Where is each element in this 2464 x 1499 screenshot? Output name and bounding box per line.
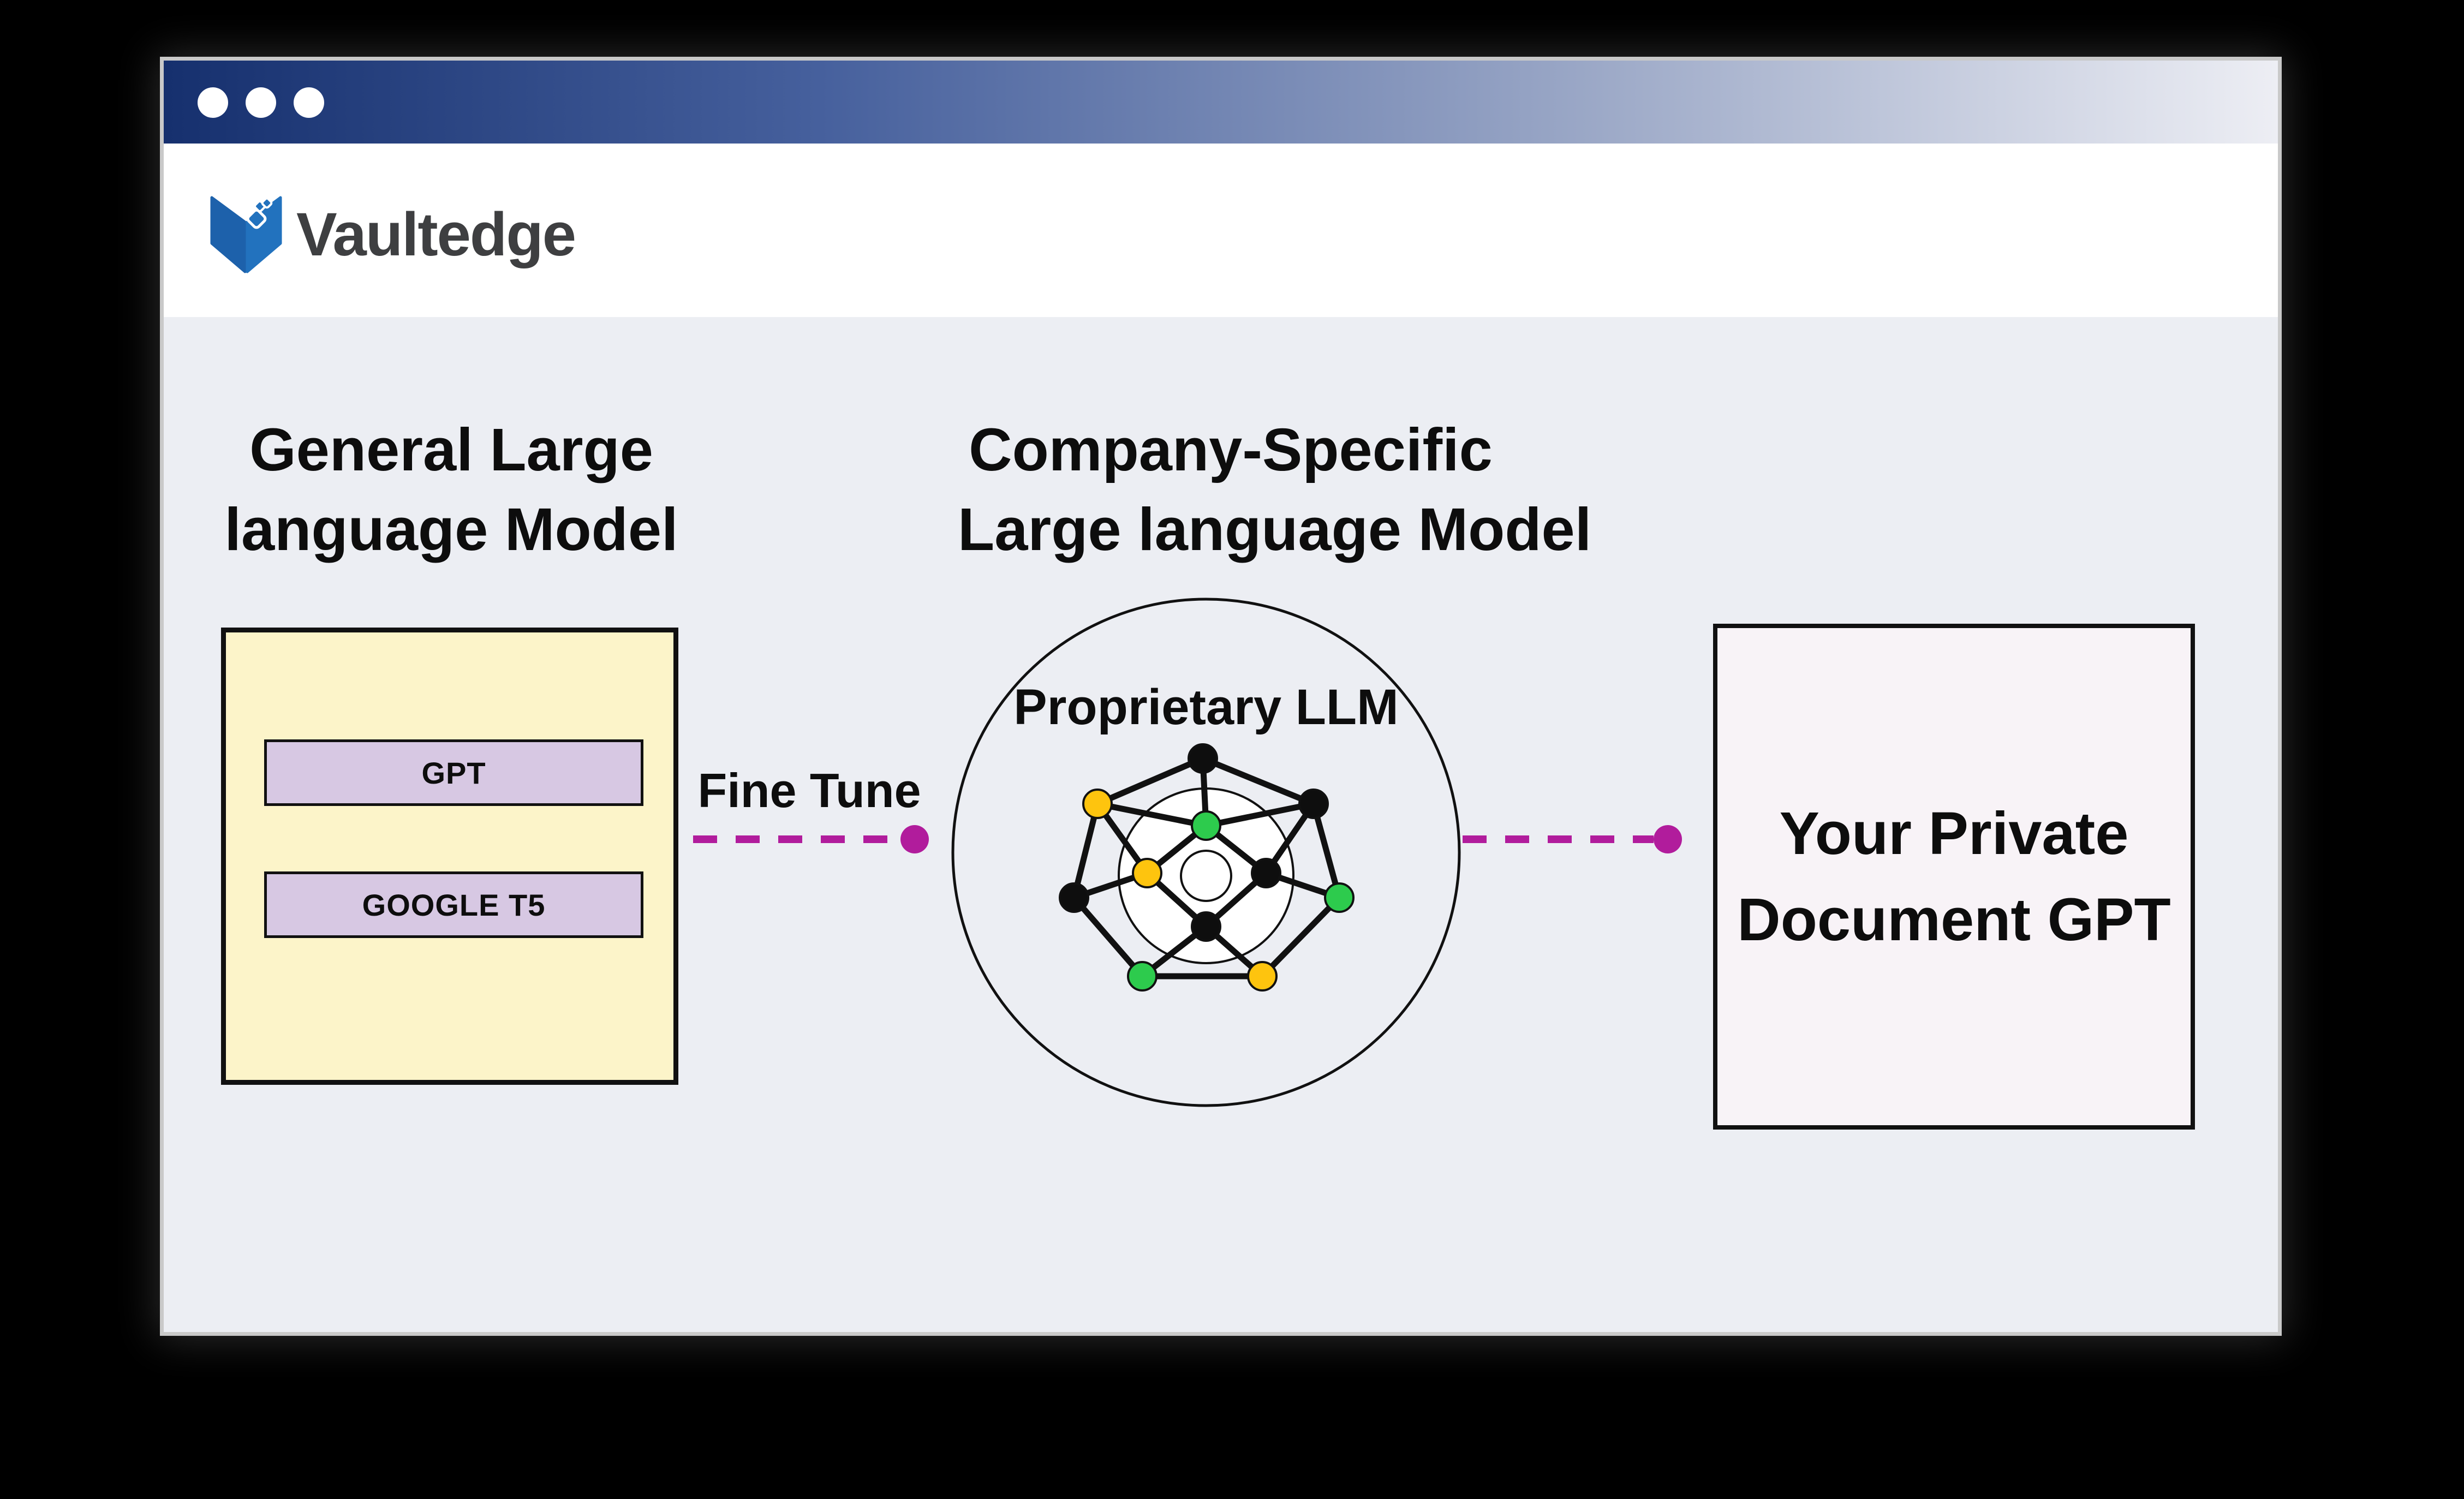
diagram-canvas: General Large language Model Company-Spe… [164, 317, 2278, 1332]
window-control-dot[interactable] [294, 87, 324, 118]
graph-nodes [1059, 743, 1355, 992]
graph-node-mid_left [1132, 858, 1162, 888]
graph-node-bottom_left [1127, 961, 1158, 992]
model-chip-gpt: GPT [264, 739, 643, 806]
company-llm-title-line2: Large language Model [958, 496, 1592, 563]
graph-edge [1201, 755, 1315, 807]
window-titlebar [164, 61, 2278, 144]
graph-edge [1260, 895, 1341, 978]
graph-edge [1096, 755, 1204, 807]
graph-edge [1071, 803, 1101, 899]
graph-edge [1096, 801, 1207, 829]
graph-node-bottom_right [1247, 961, 1278, 992]
vaultedge-logo-text: Vaultedge [296, 200, 576, 268]
private-document-gpt-box: Your Private Document GPT [1713, 624, 2195, 1130]
proprietary-llm-label: Proprietary LLM [1013, 679, 1399, 735]
general-llm-title-line1: General Large [249, 416, 653, 483]
graph-node-mid_right [1251, 858, 1281, 888]
graph-node-left [1059, 882, 1089, 913]
graph-node-top [1188, 743, 1218, 774]
proprietary-llm-circle [951, 598, 1461, 1107]
output-connector-dot [1654, 825, 1682, 853]
company-llm-title-line1: Company-Specific [969, 416, 1493, 483]
graph-node-upper_left [1082, 789, 1113, 819]
vaultedge-logo-icon [210, 196, 282, 273]
browser-window: Vaultedge General Large language Model C… [160, 57, 2282, 1336]
graph-edge [1071, 895, 1145, 978]
graph-node-center [1191, 810, 1221, 841]
private-gpt-line2: Document GPT [1737, 886, 2171, 953]
graph-node-right [1324, 882, 1355, 913]
company-llm-title: Company-Specific Large language Model [958, 410, 1592, 570]
window-control-dot[interactable] [198, 87, 228, 118]
fine-tune-label: Fine Tune [697, 763, 921, 817]
vaultedge-logo: Vaultedge [210, 186, 576, 279]
general-llm-title: General Large language Model [206, 410, 697, 570]
proprietary-llm-graph [951, 598, 1461, 1107]
general-llm-title-line2: language Model [224, 496, 678, 563]
site-header: Vaultedge [164, 144, 2278, 317]
private-gpt-line1: Your Private [1779, 799, 2129, 867]
graph-edge [1205, 801, 1315, 829]
model-chip-google-t5: GOOGLE T5 [264, 871, 643, 938]
graph-node-upper_right [1298, 789, 1329, 819]
graph-node-bottom_center [1191, 911, 1221, 942]
logo-wheat-diamonds [246, 197, 273, 229]
graph-core-circle [1180, 850, 1232, 902]
output-connector [1463, 835, 1654, 843]
fine-tune-connector-dot [900, 825, 929, 853]
general-llm-box: GPT GOOGLE T5 [221, 628, 678, 1085]
graph-edge [1310, 803, 1343, 899]
fine-tune-connector [693, 835, 900, 843]
window-control-dot[interactable] [246, 87, 276, 118]
